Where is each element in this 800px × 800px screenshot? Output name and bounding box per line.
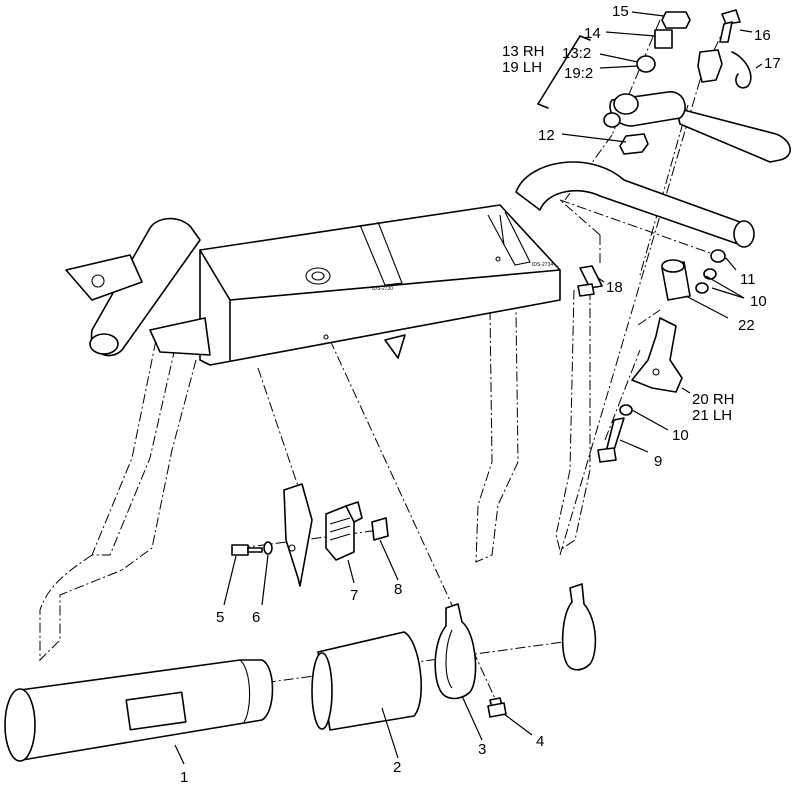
callout-13-rh: 13 RH	[502, 43, 545, 60]
callout-13-2: 13:2	[562, 45, 591, 62]
callout-12: 12	[538, 127, 555, 144]
callout-10-upper: 10	[750, 293, 767, 310]
callout-2: 2	[393, 759, 401, 776]
callout-labels: 1 2 3 4 5 6 7 8 9 10 10 11 12 13 RH 19 L…	[180, 3, 781, 786]
callout-21-lh: 21 LH	[692, 407, 732, 424]
callout-14: 14	[584, 25, 601, 42]
callout-5: 5	[216, 609, 224, 626]
callout-1: 1	[180, 769, 188, 786]
leader-lines	[174, 11, 763, 765]
box-front-stamp: IDS-2730	[372, 286, 393, 292]
callout-17: 17	[764, 55, 781, 72]
switch-assembly	[231, 483, 389, 587]
callout-18: 18	[606, 279, 623, 296]
callout-19-2: 19:2	[564, 65, 593, 82]
callout-16: 16	[754, 27, 771, 44]
callout-6: 6	[252, 609, 260, 626]
callout-9: 9	[654, 453, 662, 470]
box-side-stamp: IDS-2734	[532, 262, 553, 268]
callout-11: 11	[740, 271, 756, 288]
lower-parts	[4, 583, 597, 762]
bail-lever-assembly	[537, 9, 791, 163]
callout-8: 8	[394, 581, 402, 598]
callout-20-rh: 20 RH	[692, 391, 735, 408]
callout-7: 7	[350, 587, 358, 604]
control-box: IDS-2730 IDS-2734	[149, 204, 561, 366]
callout-4: 4	[536, 733, 544, 750]
handle-frame	[39, 161, 755, 662]
callout-19-lh: 19 LH	[502, 59, 542, 76]
callout-3: 3	[478, 741, 486, 758]
callout-10-lower: 10	[672, 427, 689, 444]
callout-15: 15	[612, 3, 629, 20]
callout-22: 22	[738, 317, 755, 334]
right-side-hardware	[577, 249, 726, 463]
